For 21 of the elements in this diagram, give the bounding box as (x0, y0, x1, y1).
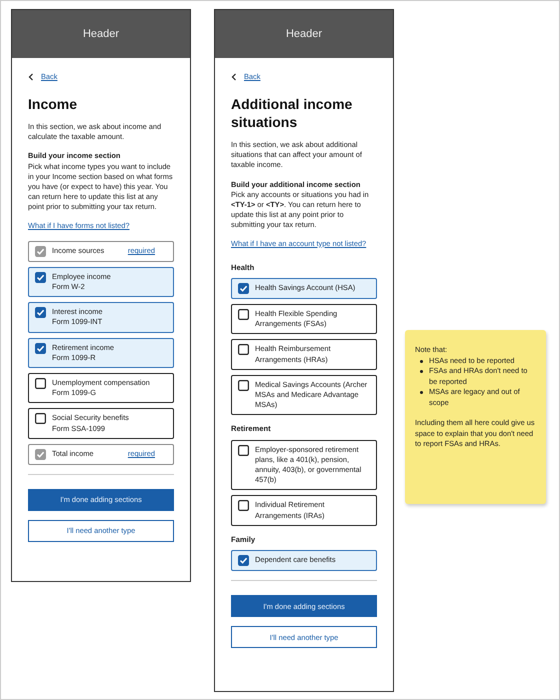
checkbox-option (231, 374, 377, 416)
checkbox-option (28, 240, 174, 262)
checkbox-option (28, 408, 174, 439)
checkbox-option (231, 550, 377, 572)
header-bar: Header (12, 10, 190, 58)
header-bar: Header (215, 10, 393, 58)
page-title: Additional income situations (231, 95, 354, 131)
sticky-note (405, 330, 546, 504)
checkbox-option (28, 338, 174, 368)
checkbox-option (231, 339, 377, 370)
checkbox-option (231, 278, 377, 300)
checkbox-option (231, 304, 377, 334)
phone-screen (11, 9, 191, 582)
checkbox-option (231, 495, 377, 526)
checkbox-option (28, 373, 174, 404)
checkbox-option (28, 266, 174, 298)
checkbox-option (231, 440, 377, 490)
phone-screen (214, 9, 394, 692)
checkbox-option (28, 302, 174, 333)
page-title: Income (28, 95, 78, 113)
checkbox-option (28, 444, 174, 465)
